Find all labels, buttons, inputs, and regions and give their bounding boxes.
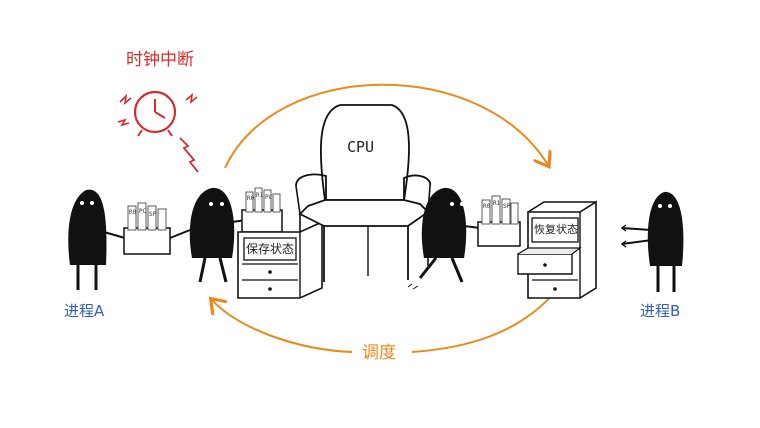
card-label: PC: [265, 194, 273, 201]
state-box-restore: R0 R1 SP: [477, 195, 521, 247]
process-b-figure: [620, 191, 684, 292]
schedule-label: 调度: [362, 343, 396, 363]
save-state-cabinet: [237, 220, 323, 299]
state-box-save: R0 R1 PC: [241, 187, 283, 233]
process-mover-right: [407, 187, 481, 290]
schedule-arc-bottom-left: [212, 300, 353, 353]
restore-state-cabinet: [517, 200, 597, 299]
card-label: PC: [139, 208, 147, 215]
schedule-arc-bottom-right: [411, 291, 556, 353]
clock-icon: [117, 90, 199, 173]
card-label: R0: [129, 209, 137, 216]
card-label: R0: [483, 203, 491, 210]
card-label: R1: [256, 192, 264, 199]
clock-interrupt-label: 时钟中断: [126, 50, 194, 70]
card-label: SP: [503, 203, 511, 210]
cpu-label: CPU: [347, 138, 375, 156]
restore-state-label: 恢复状态: [534, 223, 578, 236]
process-a-figure: [68, 189, 126, 290]
process-mover-left: [169, 187, 247, 283]
process-b-label: 进程B: [640, 302, 681, 320]
schedule-arc-top: [224, 83, 548, 168]
card-label: R0: [247, 195, 255, 202]
card-label: R1: [493, 200, 501, 207]
card-label: SP: [149, 211, 157, 218]
process-a-label: 进程A: [64, 302, 105, 320]
cpu-chair: [295, 104, 431, 282]
state-box-left: R0 PC SP: [123, 202, 171, 255]
save-state-label: 保存状态: [246, 242, 295, 256]
